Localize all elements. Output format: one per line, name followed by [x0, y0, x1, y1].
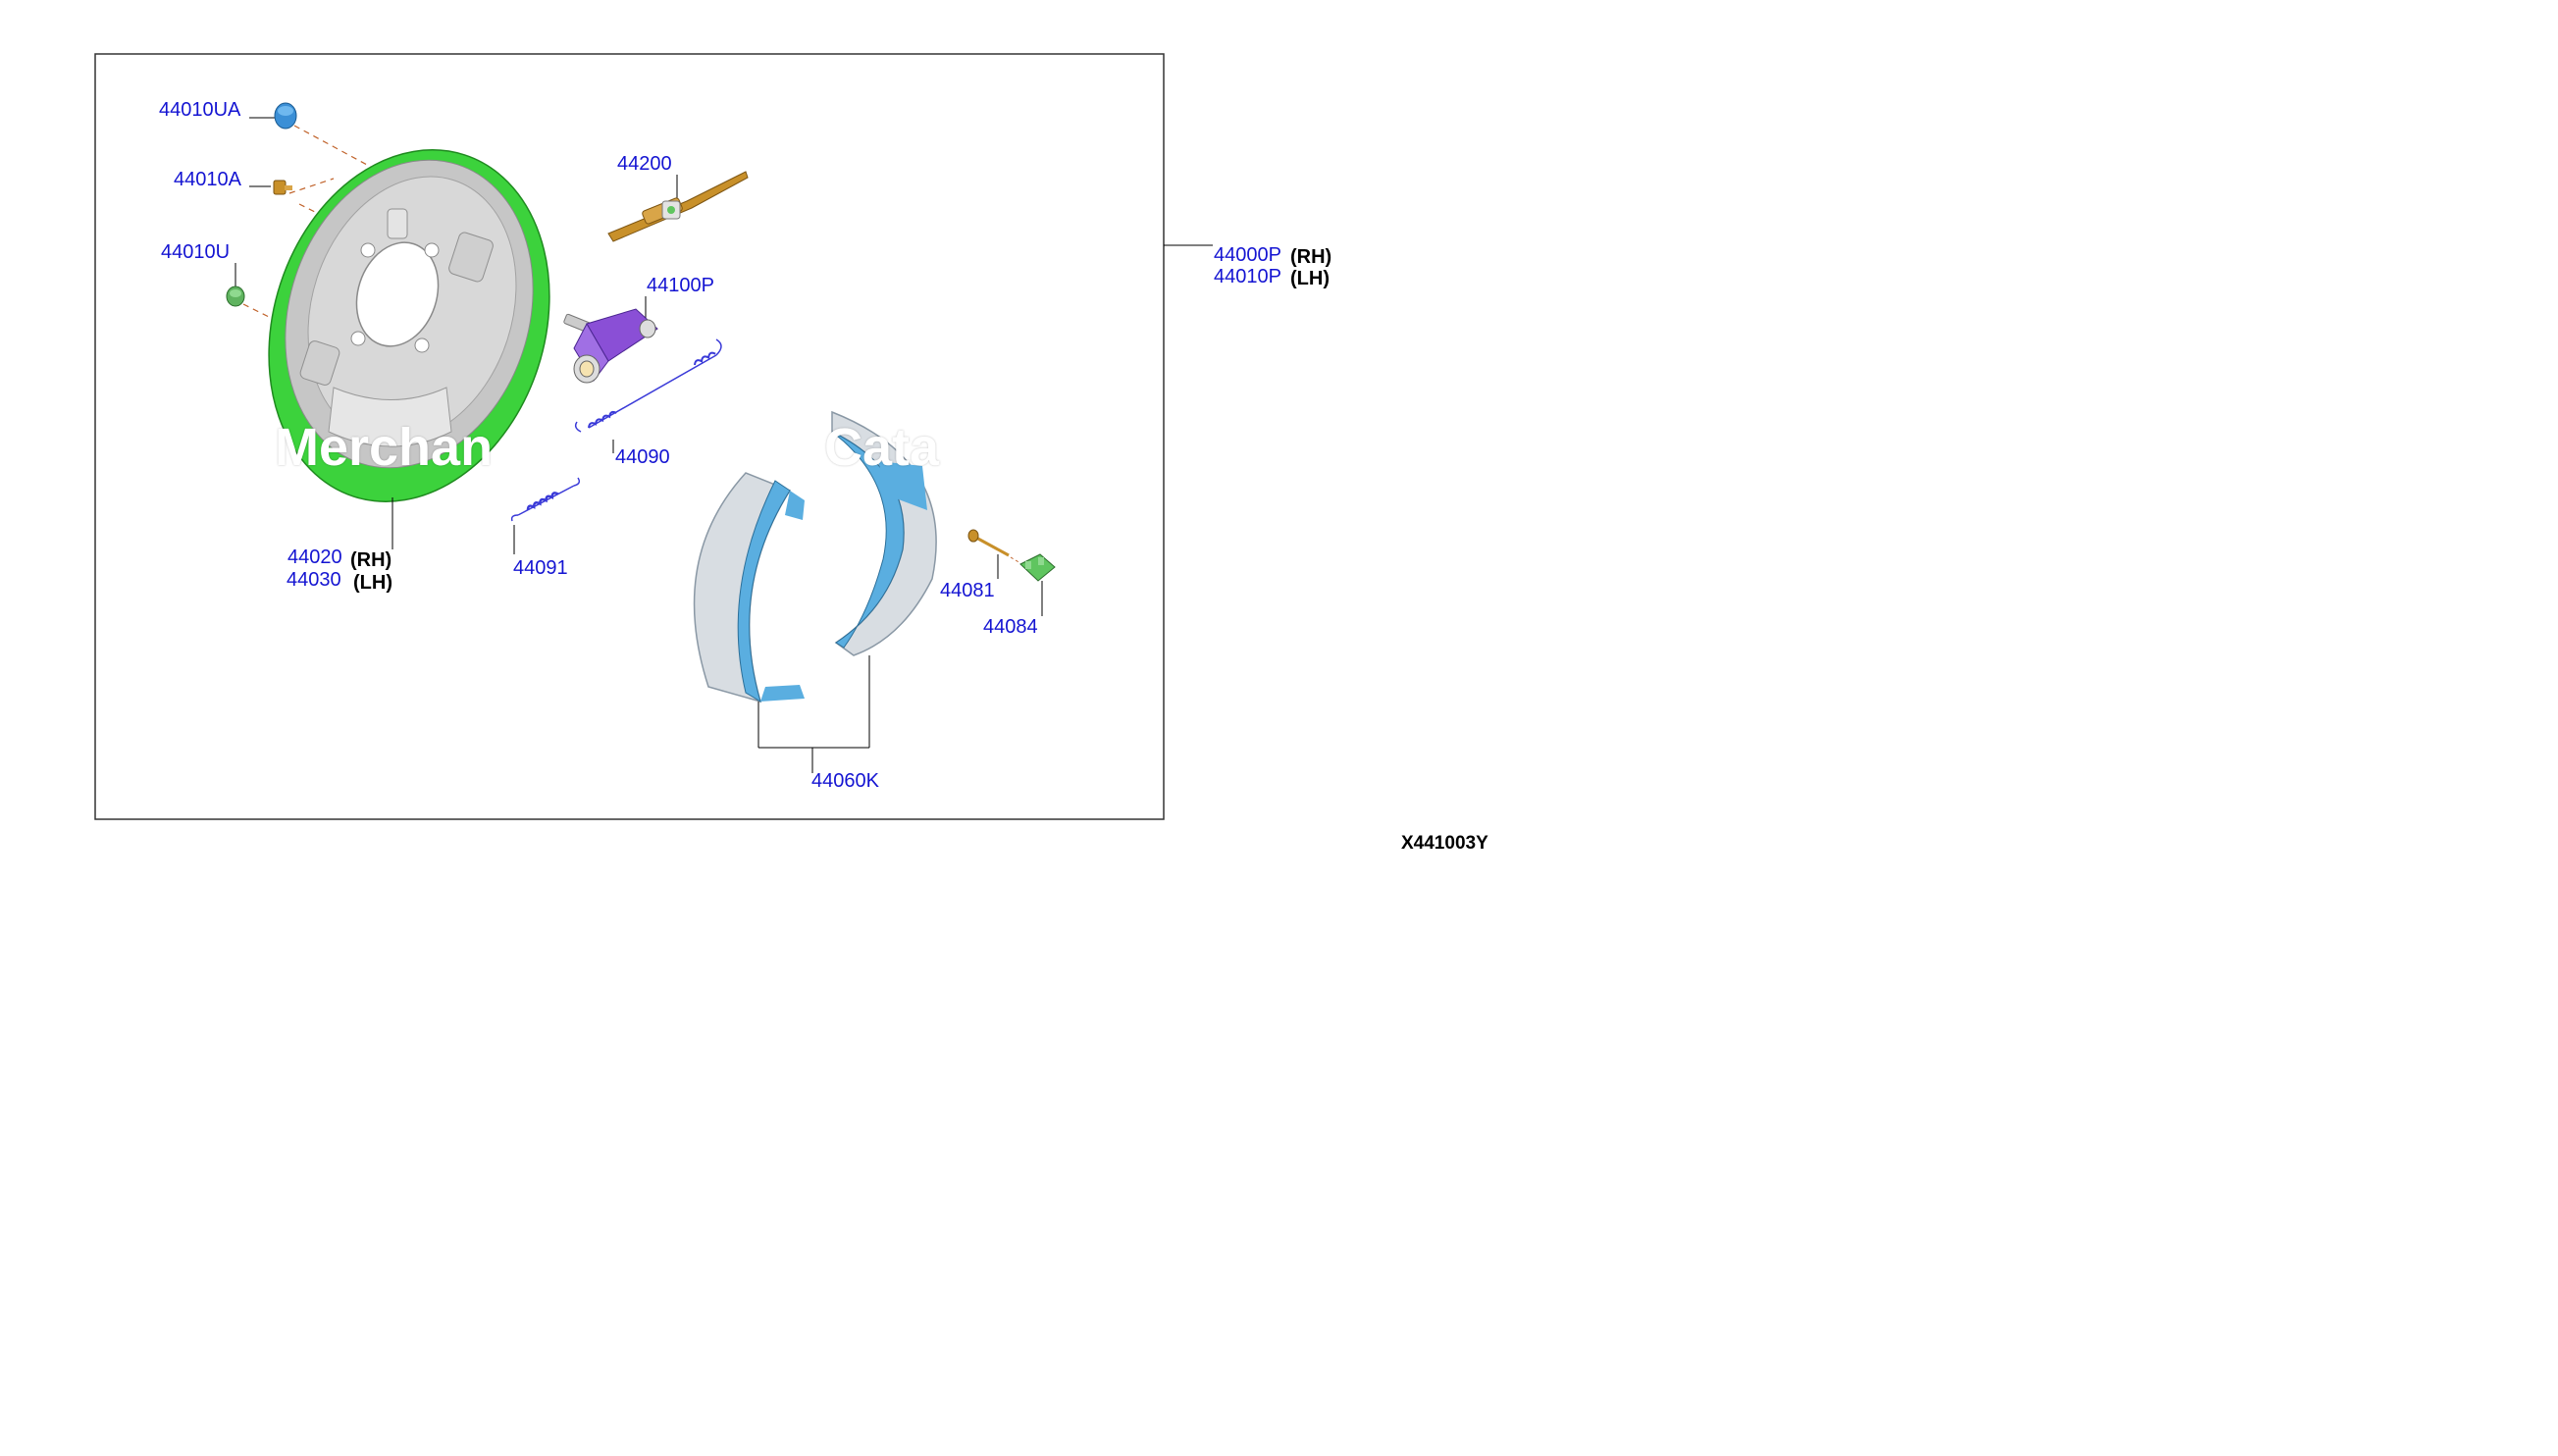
hold-pin-part[interactable] — [967, 529, 1021, 579]
wheel-cylinder-part[interactable] — [563, 296, 658, 384]
diagram-code: X441003Y — [1401, 833, 1488, 854]
part-number-44010a[interactable]: 44010A — [174, 169, 241, 190]
part-number-44090[interactable]: 44090 — [615, 446, 670, 468]
part-number-44100p[interactable]: 44100P — [647, 275, 714, 296]
backing-plate-part[interactable] — [225, 113, 594, 549]
adjuster-part[interactable] — [607, 171, 749, 242]
watermark-right: Cata — [824, 418, 940, 477]
return-spring-lower-part[interactable] — [510, 477, 581, 554]
part-number-44060k[interactable]: 44060K — [811, 770, 879, 792]
side-rh-assembly: (RH) — [1290, 246, 1332, 268]
brake-shoes-part[interactable] — [693, 410, 937, 773]
part-number-44020[interactable]: 44020 — [287, 546, 342, 568]
part-number-44010u[interactable]: 44010U — [161, 241, 231, 263]
part-number-44200[interactable]: 44200 — [617, 153, 672, 175]
watermark-left: Merchan — [275, 418, 494, 477]
part-number-44010p[interactable]: 44010P — [1214, 266, 1281, 287]
side-lh-assembly: (LH) — [1290, 268, 1330, 289]
return-spring-upper-part[interactable] — [574, 338, 722, 453]
grommet-upper-part[interactable] — [249, 102, 393, 180]
side-rh-backing-plate: (RH) — [350, 549, 392, 571]
part-number-44084[interactable]: 44084 — [983, 616, 1038, 638]
assembly-frame — [94, 53, 1165, 820]
part-number-44081[interactable]: 44081 — [940, 580, 995, 601]
part-number-44091[interactable]: 44091 — [513, 557, 568, 579]
part-number-44010ua[interactable]: 44010UA — [159, 99, 241, 121]
part-number-44030[interactable]: 44030 — [287, 569, 341, 591]
part-number-44000p[interactable]: 44000P — [1214, 244, 1281, 266]
side-lh-backing-plate: (LH) — [353, 572, 392, 594]
brake-parts-diagram — [94, 53, 1213, 820]
grommet-lower-part[interactable] — [226, 263, 274, 320]
hold-spring-part[interactable] — [1019, 553, 1056, 616]
